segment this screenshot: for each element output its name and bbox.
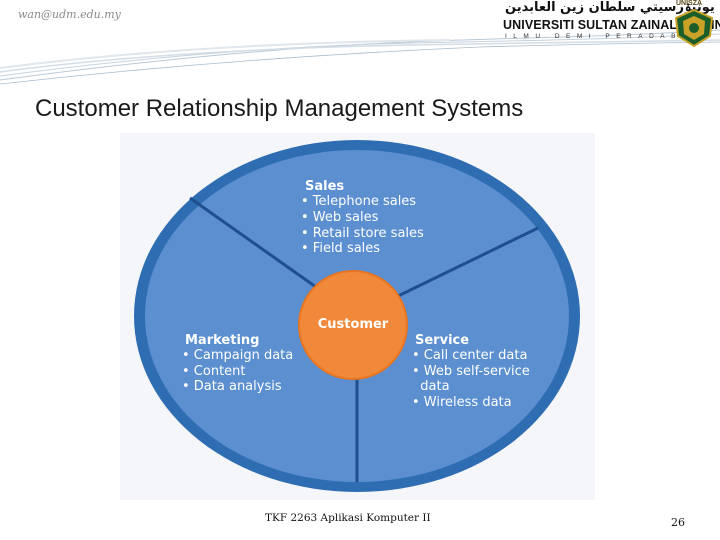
service-heading: Service bbox=[415, 333, 469, 348]
sales-heading: Sales bbox=[305, 179, 344, 194]
service-item: • Call center data bbox=[412, 348, 527, 363]
sales-item: • Web sales bbox=[301, 210, 379, 225]
service-item: data bbox=[412, 379, 450, 394]
marketing-heading: Marketing bbox=[185, 333, 259, 348]
marketing-item: • Data analysis bbox=[182, 379, 282, 394]
sales-item: • Retail store sales bbox=[301, 226, 424, 241]
sales-item: • Telephone sales bbox=[301, 194, 416, 209]
customer-circle bbox=[299, 271, 407, 379]
logo-crest-label: UNISZA bbox=[676, 0, 703, 7]
logo-motto: ILMU DEMI PERADABAN bbox=[505, 33, 704, 40]
marketing-item: • Content bbox=[182, 364, 246, 379]
crm-diagram: Customer Sales • Telephone sales • Web s… bbox=[120, 133, 595, 500]
customer-label: Customer bbox=[318, 317, 389, 332]
logo-arabic-name: يونيۏرسيتي سلطان زين العابدين bbox=[505, 0, 715, 15]
header-email: wan@udm.edu.my bbox=[18, 8, 121, 21]
footer-course-label: TKF 2263 Aplikasi Komputer II bbox=[265, 512, 431, 524]
slide-number: 26 bbox=[671, 516, 685, 529]
service-item: • Web self-service bbox=[412, 364, 530, 379]
sales-item: • Field sales bbox=[301, 241, 380, 256]
university-crest-icon bbox=[674, 8, 714, 48]
service-item: • Wireless data bbox=[412, 395, 512, 410]
marketing-item: • Campaign data bbox=[182, 348, 293, 363]
header-wave-decoration bbox=[0, 29, 720, 85]
logo-university-name: UNIVERSITI SULTAN ZAINAL ABIDIN bbox=[503, 18, 720, 32]
slide-title: Customer Relationship Management Systems bbox=[35, 95, 524, 122]
